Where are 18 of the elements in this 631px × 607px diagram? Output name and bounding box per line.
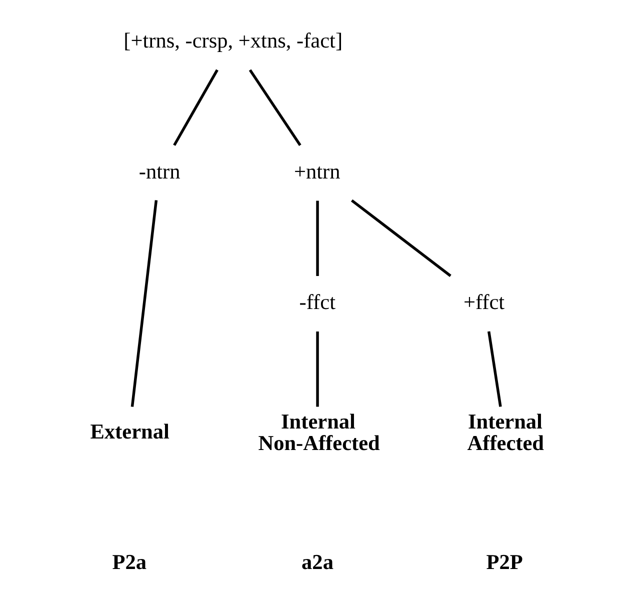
node-text: +ffct <box>462 290 504 314</box>
connector <box>316 200 318 276</box>
node-text: [+trns, -crsp, +xtns, -fact] <box>123 28 342 53</box>
label: P2a <box>112 550 146 574</box>
node-text: -ntrn <box>138 159 180 184</box>
node-text: Internal Non-Affected <box>258 409 380 455</box>
connector <box>130 200 158 407</box>
node-text: Internal Affected <box>466 409 544 455</box>
connector <box>248 69 301 146</box>
label: P2P <box>486 550 522 574</box>
label: a2a <box>301 550 333 574</box>
node-text: +ntrn <box>293 159 340 184</box>
node-text: -ffct <box>298 290 335 314</box>
connector <box>316 331 318 407</box>
connector <box>350 199 451 277</box>
connector <box>486 331 502 407</box>
connector <box>172 69 218 146</box>
node-text: External <box>90 419 169 444</box>
